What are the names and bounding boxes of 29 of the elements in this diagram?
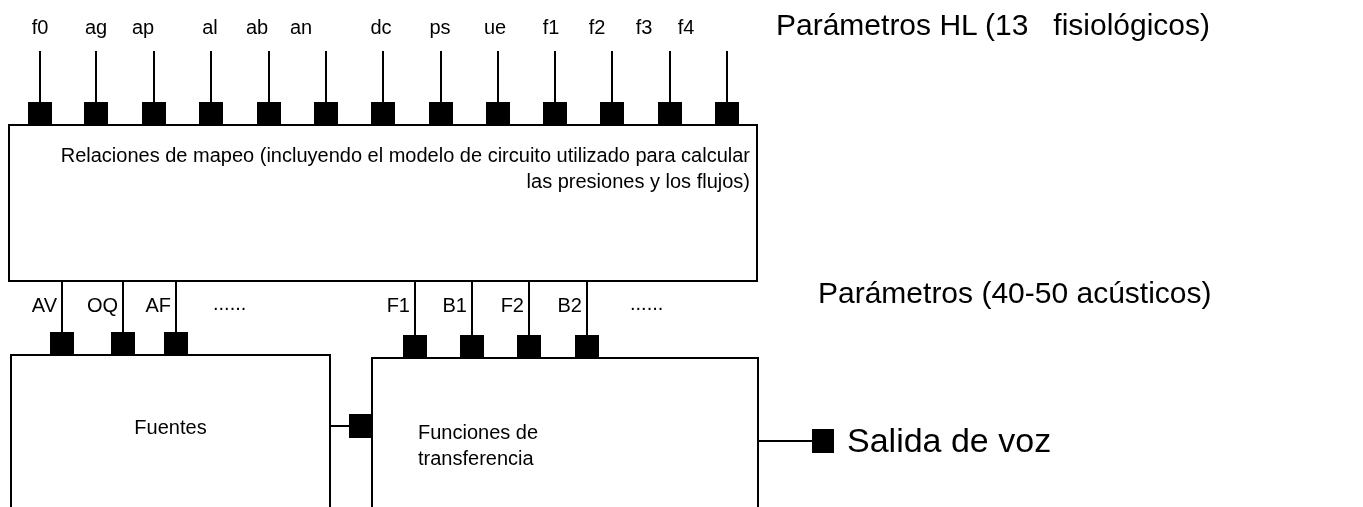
box-label: Funciones de transferencia — [418, 420, 540, 471]
connector-line — [84, 50, 108, 125]
process-box — [10, 354, 331, 507]
connector-line — [314, 50, 338, 125]
connector-line — [543, 50, 567, 125]
process-box — [371, 357, 759, 507]
process-box — [8, 124, 758, 282]
connector-line — [658, 50, 682, 125]
connector-line — [460, 281, 484, 358]
connector-line — [164, 281, 188, 355]
connector-line — [600, 50, 624, 125]
connector-line — [575, 281, 599, 358]
connector-line — [50, 281, 74, 355]
box-label: Fuentes — [133, 415, 208, 440]
connector-line — [758, 429, 835, 453]
connector-line — [28, 50, 52, 125]
connector-line — [330, 414, 372, 438]
connector-line — [257, 50, 281, 125]
connector-line — [142, 50, 166, 125]
connector-line — [403, 281, 427, 358]
connector-line — [715, 50, 739, 125]
connector-line — [517, 281, 541, 358]
connector-line — [486, 50, 510, 125]
connector-line — [111, 281, 135, 355]
connector-line — [429, 50, 453, 125]
connector-line — [199, 50, 223, 125]
box-label: Relaciones de mapeo (incluyendo el modelo de circuito utilizado para calcular las presiones y los flujos) — [60, 143, 750, 194]
output-label: Salida de voz — [834, 420, 1094, 462]
connector-line — [371, 50, 395, 125]
